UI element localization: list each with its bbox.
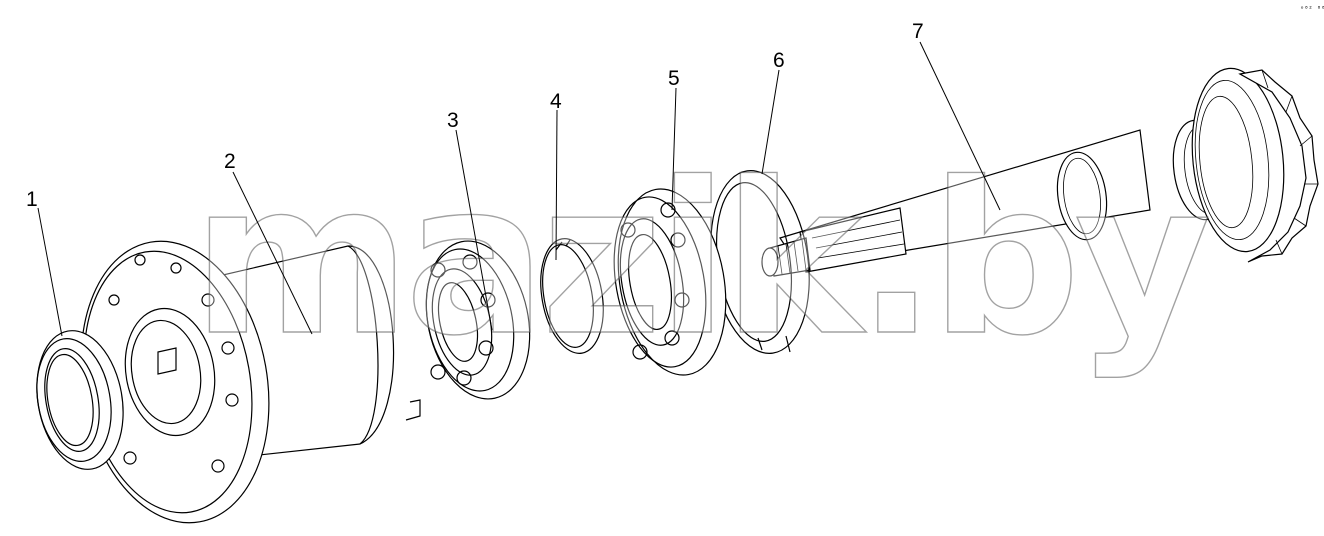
callout-2: 2 (224, 150, 236, 173)
callout-1: 1 (26, 188, 38, 211)
part-4-snap-ring (540, 238, 604, 354)
callout-7: 7 (912, 20, 924, 43)
part-3-bearing (425, 240, 531, 400)
part-1-seal (36, 330, 124, 470)
part-2-flanged-housing (80, 240, 421, 524)
leader-lines (37, 41, 1001, 337)
watermark-text: mazik.by (192, 137, 1208, 382)
callout-3: 3 (447, 109, 459, 132)
callout-6: 6 (773, 49, 785, 72)
callout-4: 4 (550, 90, 562, 113)
callout-5: 5 (668, 67, 680, 90)
part-5-bearing (613, 188, 727, 376)
corner-code: ᵒ⁰² ⁰⁰⁸ (1300, 5, 1324, 13)
part-7-shaft-gear (761, 67, 1319, 277)
